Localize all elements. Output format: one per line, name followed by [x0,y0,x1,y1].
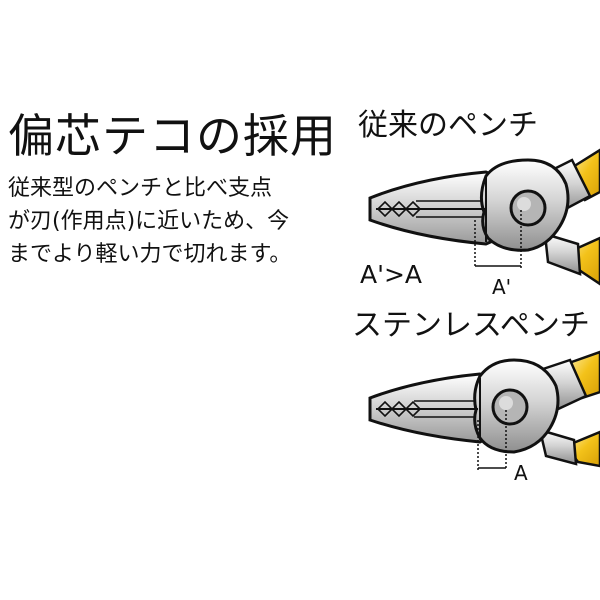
conventional-pliers-label: 従来のペンチ [358,108,538,143]
title: 偏芯テコの採用 [8,109,337,163]
serration [377,200,421,218]
stainless-pliers: A [368,350,600,485]
description-line: が刃(作用点)に近いため、今 [8,209,290,234]
description: 従来型のペンチと比べ支点 が刃(作用点)に近いため、今 までより軽い力で切れます… [8,172,328,271]
stainless-pliers-label: ステンレスペンチ [352,308,590,343]
conventional-distance-label: A' [492,275,511,299]
serration [377,400,421,418]
conventional-pliers: A' A'>A [360,148,600,299]
comparison-label: A'>A [360,260,422,289]
handle-arm-lower [543,232,582,276]
handle-arm-lower [538,428,578,466]
stainless-distance-label: A [514,461,528,485]
description-line: 従来型のペンチと比べ支点 [8,176,273,201]
description-line: までより軽い力で切れます。 [8,242,292,267]
